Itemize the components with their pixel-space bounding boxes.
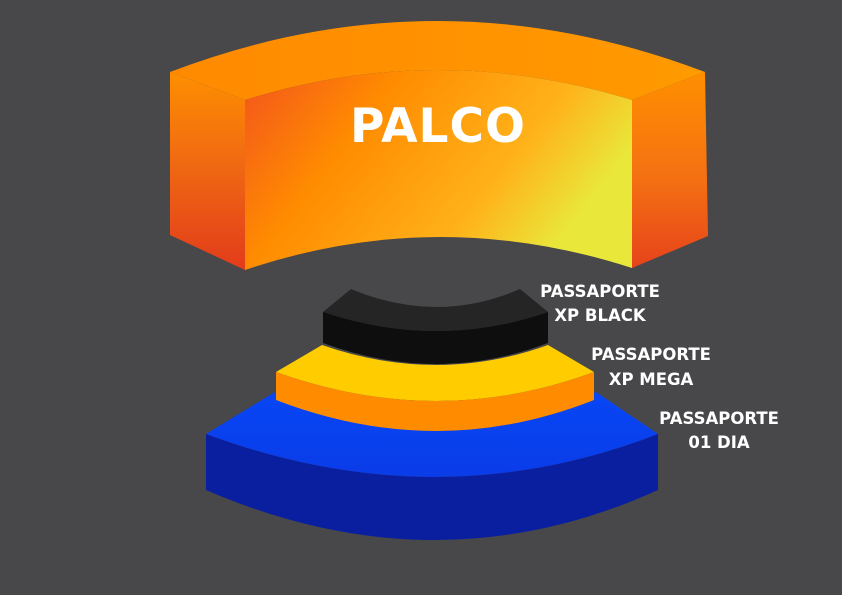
label-xp-mega-line1: PASSAPORTE <box>591 345 711 364</box>
zone-xp-mega-front <box>276 372 594 431</box>
stage-block: PALCO <box>170 21 708 270</box>
zone-xp-mega-top <box>276 345 594 401</box>
stage-label: PALCO <box>350 99 526 154</box>
zone-01-dia-front <box>206 434 658 540</box>
label-xp-mega: PASSAPORTE XP MEGA <box>591 345 711 389</box>
stage-front-face <box>245 70 632 270</box>
label-xp-mega-line2: XP MEGA <box>609 370 694 389</box>
label-xp-black-line2: XP BLACK <box>554 306 647 325</box>
zone-xp-black-top <box>323 289 548 331</box>
stage-left-face <box>170 72 245 270</box>
label-xp-black-line1: PASSAPORTE <box>540 282 660 301</box>
zone-xp-black-front <box>323 312 548 364</box>
stage-top-face <box>170 21 705 100</box>
label-01-dia: PASSAPORTE 01 DIA <box>659 409 779 452</box>
stage-right-face <box>632 72 708 268</box>
label-01-dia-line2: 01 DIA <box>688 433 750 452</box>
zone-xp-black[interactable] <box>323 289 548 364</box>
label-01-dia-line1: PASSAPORTE <box>659 409 779 428</box>
zone-xp-mega[interactable] <box>276 345 594 431</box>
label-xp-black: PASSAPORTE XP BLACK <box>540 282 660 325</box>
